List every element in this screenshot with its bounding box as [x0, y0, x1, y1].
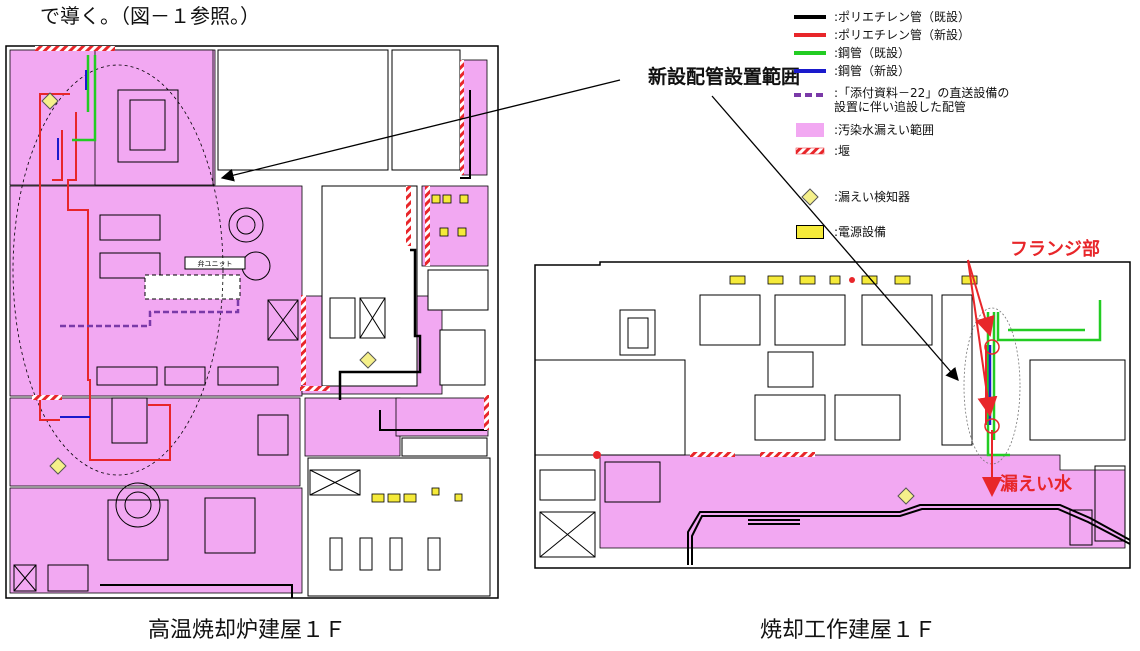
flange-label: フランジ部 — [1010, 239, 1100, 260]
legend-item-dam: :堰 — [790, 142, 850, 160]
legend-item-existing-pe: :ポリエチレン管（既設） — [794, 10, 971, 24]
legend-item-new-pe: :ポリエチレン管（新設） — [794, 28, 971, 42]
caption-right-building: 焼却工作建屋１Ｆ — [760, 618, 937, 643]
legend-item-purple-pipe: :「添付資料－22」の直送設備の 設置に伴い追設した配管 — [794, 86, 1010, 114]
valve-unit-label: 弁ユニット — [198, 259, 233, 268]
intro-text: で導く。（図－１参照。） — [40, 4, 260, 28]
caption-left-building: 高温焼却炉建屋１Ｆ — [148, 618, 347, 643]
legend-item-power: :電源設備 — [790, 223, 886, 241]
leak-water-label: 漏えい水 — [1000, 474, 1072, 495]
callout-arrows — [220, 79, 959, 381]
legend-item-leak-area: :汚染水漏えい範囲 — [790, 121, 934, 139]
legend-item-existing-steel: :鋼管（既設） — [794, 46, 911, 60]
legend-item-new-steel: :鋼管（新設） — [794, 64, 911, 78]
contamination-area-right — [599, 454, 1126, 549]
legend-item-detector: :漏えい検知器 — [790, 188, 910, 206]
right-building-plan — [534, 261, 1131, 569]
left-building-plan: 弁ユニット — [5, 45, 499, 599]
new-piping-range-label: 新設配管設置範囲 — [648, 66, 801, 88]
